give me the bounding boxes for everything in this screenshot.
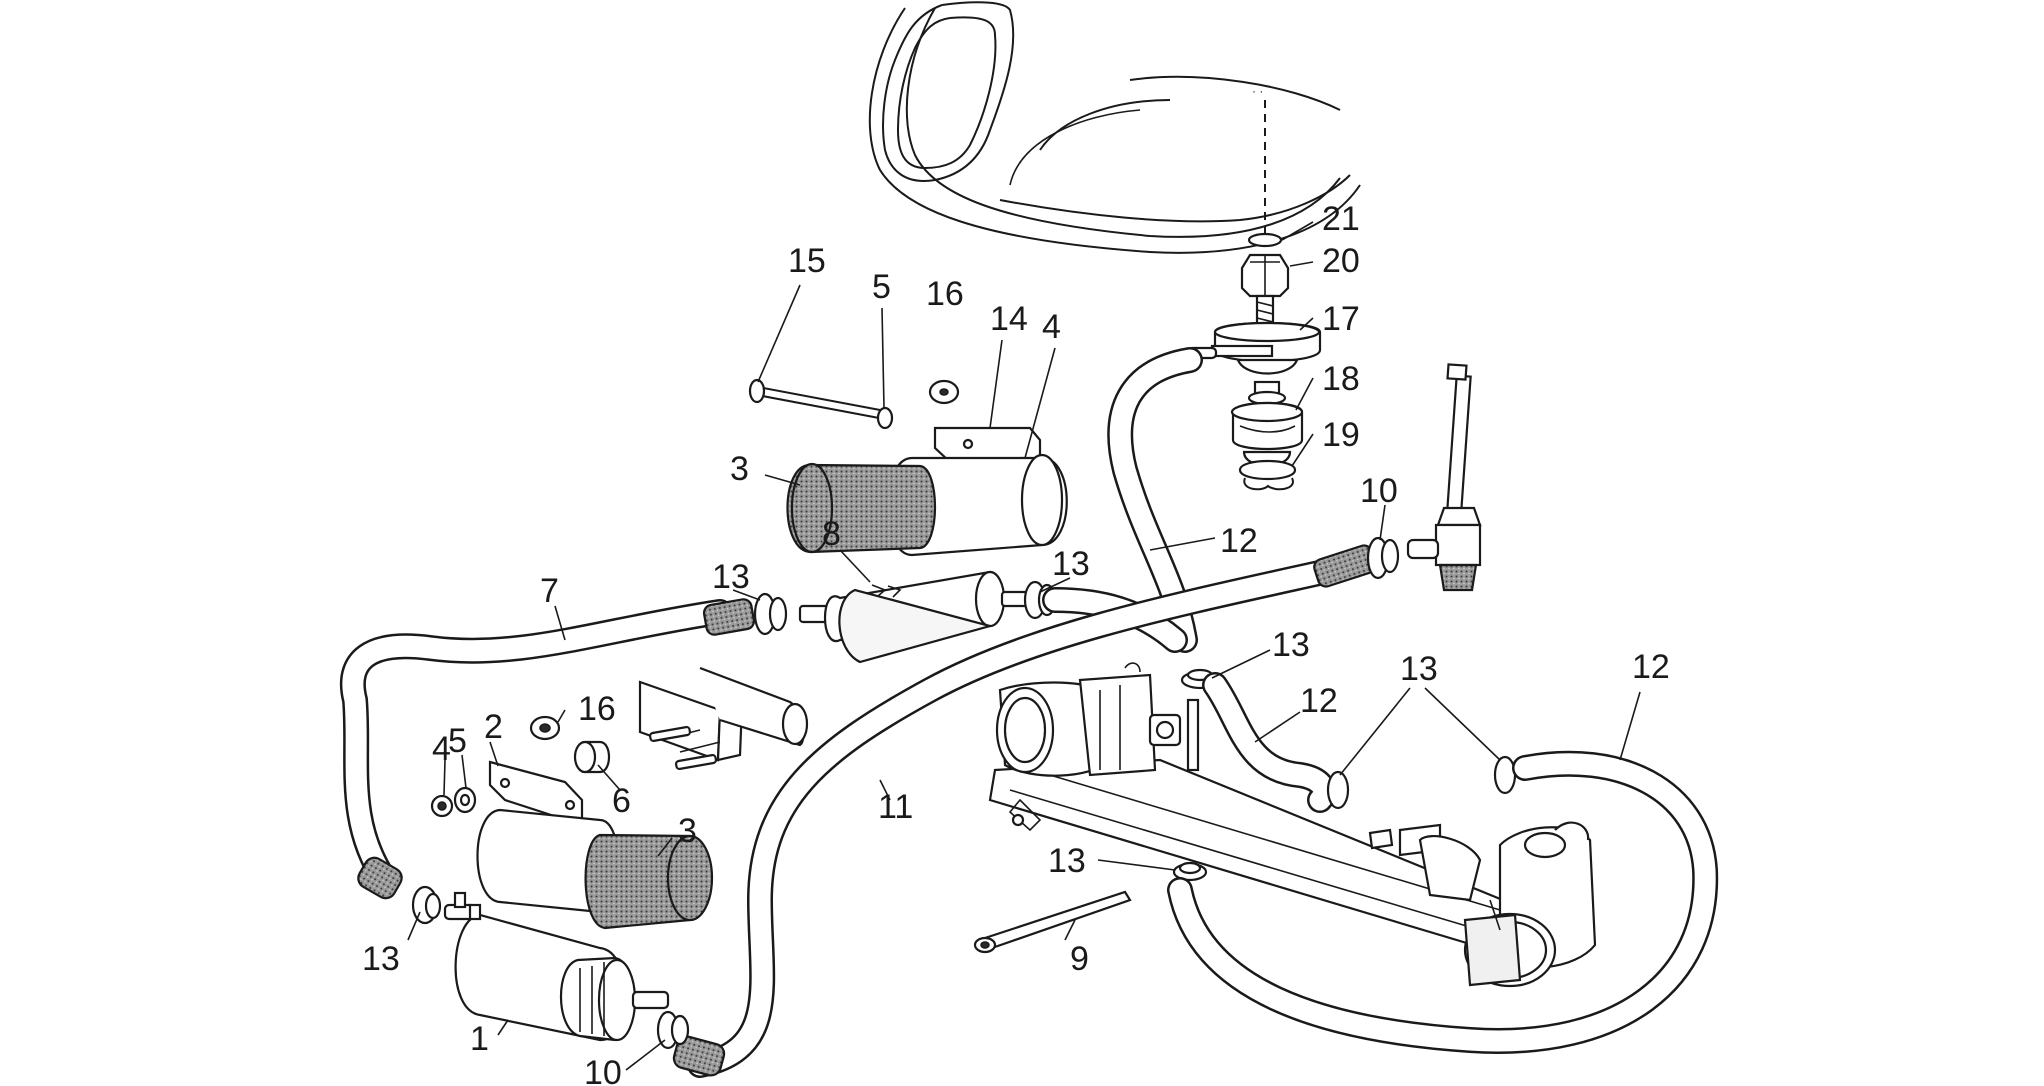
washer-5-top [876, 406, 894, 430]
rubber-mount-bracket [638, 666, 809, 771]
hose-12-right-loop [1167, 750, 1719, 1054]
callout-10-top: 10 [1360, 472, 1398, 510]
hose-7 [339, 599, 733, 893]
callout-18: 18 [1322, 360, 1360, 398]
filler-cap-outline [882, 1, 1015, 182]
callout-4-lower: 4 [432, 730, 451, 768]
hose-end-mesh-7b [357, 856, 403, 900]
callout-11: 11 [878, 788, 913, 826]
hose-end-mesh-11b [672, 1035, 726, 1077]
filter-cup-18 [1230, 380, 1304, 467]
spacer-6 [573, 740, 611, 774]
nut-4-lower [430, 794, 454, 818]
fuel-tank [868, 7, 1361, 254]
callout-12-middle: 12 [1300, 682, 1338, 720]
callout-12-right: 12 [1632, 648, 1670, 686]
fuel-pump-1 [443, 891, 670, 1042]
washer-16-lower [529, 715, 561, 741]
callout-5-lower: 5 [448, 722, 467, 760]
callout-13-pump: 13 [362, 940, 400, 978]
washer-5-lower [453, 786, 477, 814]
clamp-13-middle-b [1493, 755, 1517, 795]
hose-12-upper [1107, 347, 1203, 653]
bracket-14 [933, 426, 1042, 462]
callout-labels: 15 5 16 14 4 3 21 20 17 18 19 10 12 13 8… [362, 200, 1670, 1086]
callout-2: 2 [484, 708, 503, 746]
hose-12-middle [1202, 672, 1337, 813]
callout-9: 9 [1070, 940, 1089, 978]
callout-6: 6 [612, 782, 631, 820]
callout-3-top: 3 [730, 450, 749, 488]
fuel-pump-3-lower [476, 808, 714, 930]
clamp-10-top [1366, 536, 1400, 580]
callout-7: 7 [540, 572, 559, 610]
callout-15: 15 [788, 242, 826, 280]
callout-16-top: 16 [926, 275, 964, 313]
hose-11 [687, 552, 1368, 1078]
fuel-pump-3-top [786, 453, 1068, 557]
callout-12-upper: 12 [1220, 522, 1258, 560]
callout-13-filter-right: 13 [1052, 545, 1090, 583]
washer-16-top [928, 379, 960, 405]
callout-16-lower: 16 [578, 690, 616, 728]
leader-lines [407, 221, 1641, 1071]
callout-19: 19 [1322, 416, 1360, 454]
nut-20 [1240, 253, 1290, 298]
callout-13-filter-left: 13 [712, 558, 750, 596]
callout-8: 8 [822, 515, 841, 553]
tap-body-17 [1186, 294, 1322, 375]
axis-tick-mark: · · [1252, 84, 1263, 98]
callout-5-top: 5 [872, 268, 891, 306]
callout-13-middle: 13 [1400, 650, 1438, 688]
throttle-body-right [1368, 821, 1597, 988]
callout-13-throttle-bottom: 13 [1048, 842, 1086, 880]
hose-end-mesh-7a [702, 598, 756, 636]
fuel-filter-8 [798, 570, 1032, 664]
callout-20: 20 [1322, 242, 1360, 280]
clamp-10-lower [656, 1010, 690, 1050]
circlip-19 [1238, 460, 1297, 491]
clamp-13-middle-a [1326, 770, 1350, 810]
fuel-tap-right [1406, 363, 1482, 592]
callout-1: 1 [470, 1020, 489, 1058]
clamp-13-throttle-bottom [1172, 861, 1208, 882]
callout-4-top: 4 [1042, 308, 1061, 346]
callout-14: 14 [990, 300, 1028, 338]
callout-17: 17 [1322, 300, 1360, 338]
bolt-15 [748, 378, 881, 419]
callout-10-lower: 10 [584, 1054, 622, 1086]
callout-13-throttle-top: 13 [1272, 626, 1310, 664]
tie-strap-9 [973, 890, 1132, 954]
callout-21: 21 [1322, 200, 1360, 238]
washer-21 [1247, 232, 1283, 248]
clamp-13-filter-left [753, 592, 788, 636]
callout-3-lower: 3 [678, 812, 697, 850]
throttle-body-left [995, 662, 1200, 777]
